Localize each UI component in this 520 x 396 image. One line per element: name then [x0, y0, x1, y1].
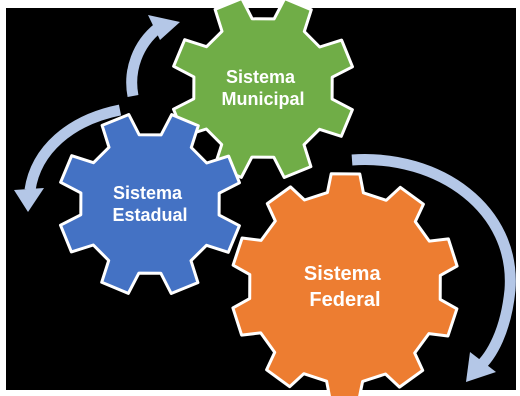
gear-municipal-line-2: Municipal — [221, 89, 304, 109]
arrowhead-top-icon — [148, 15, 180, 40]
gear-estadual-line-2: Estadual — [112, 205, 187, 225]
gear-municipal-line-1: Sistema — [226, 67, 296, 87]
gear-estadual: Sistema Estadual — [59, 113, 241, 295]
gear-estadual-shape — [59, 113, 241, 295]
gear-estadual-label: Sistema Estadual — [112, 183, 187, 225]
arrow-federal-cycle — [351, 154, 516, 373]
gear-estadual-line-1: Sistema — [113, 183, 183, 203]
gear-federal-label: Sistema Federal — [304, 263, 386, 311]
arrowhead-left-icon — [14, 188, 44, 212]
gear-municipal-shape — [172, 0, 354, 179]
gear-municipal: Sistema Municipal — [172, 0, 354, 179]
arrowhead-right-icon — [466, 352, 496, 382]
cycle-arrows — [14, 15, 516, 382]
arrow-municipal-to-estadual — [24, 104, 122, 192]
gear-federal-line-1: Sistema — [304, 263, 382, 285]
gear-federal-shape — [231, 172, 459, 396]
arrow-estadual-to-municipal — [126, 23, 162, 98]
gear-federal-line-2: Federal — [309, 289, 380, 311]
gear-federal: Sistema Federal — [231, 172, 459, 396]
gear-municipal-label: Sistema Municipal — [221, 67, 304, 109]
